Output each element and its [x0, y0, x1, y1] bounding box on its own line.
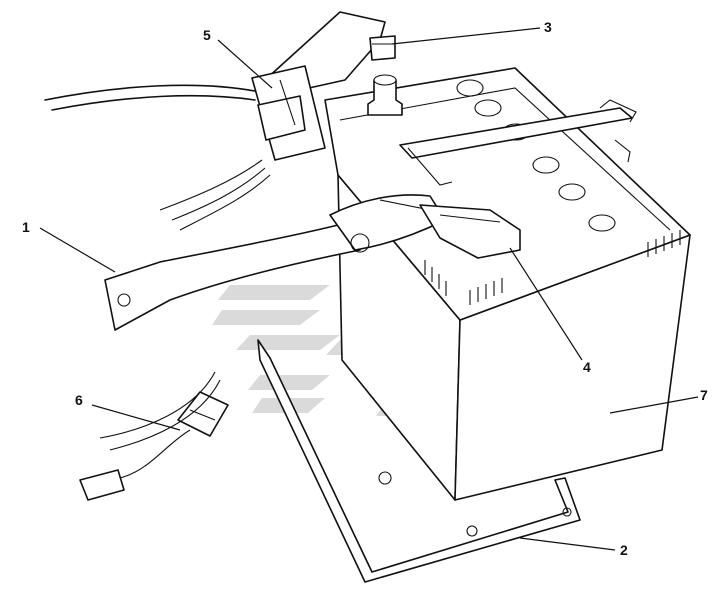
connector-block: [251, 65, 326, 161]
cables: [44, 84, 271, 231]
callout-7: 7: [700, 387, 708, 403]
sensor-harness: [79, 371, 229, 501]
terminal-clip: [419, 204, 521, 259]
callout-4: 4: [583, 359, 591, 375]
callout-1: 1: [22, 219, 30, 235]
callout-3: 3: [544, 19, 552, 35]
battery-tray: [257, 339, 581, 583]
battery-body: [324, 67, 691, 501]
callout-labels: 1 2 3 4 5 6 7: [22, 19, 708, 558]
callout-5: 5: [203, 27, 211, 43]
callout-2: 2: [620, 542, 628, 558]
hold-down-bracket: [399, 99, 637, 186]
callout-6: 6: [75, 392, 83, 408]
leader-lines: [39, 27, 699, 551]
